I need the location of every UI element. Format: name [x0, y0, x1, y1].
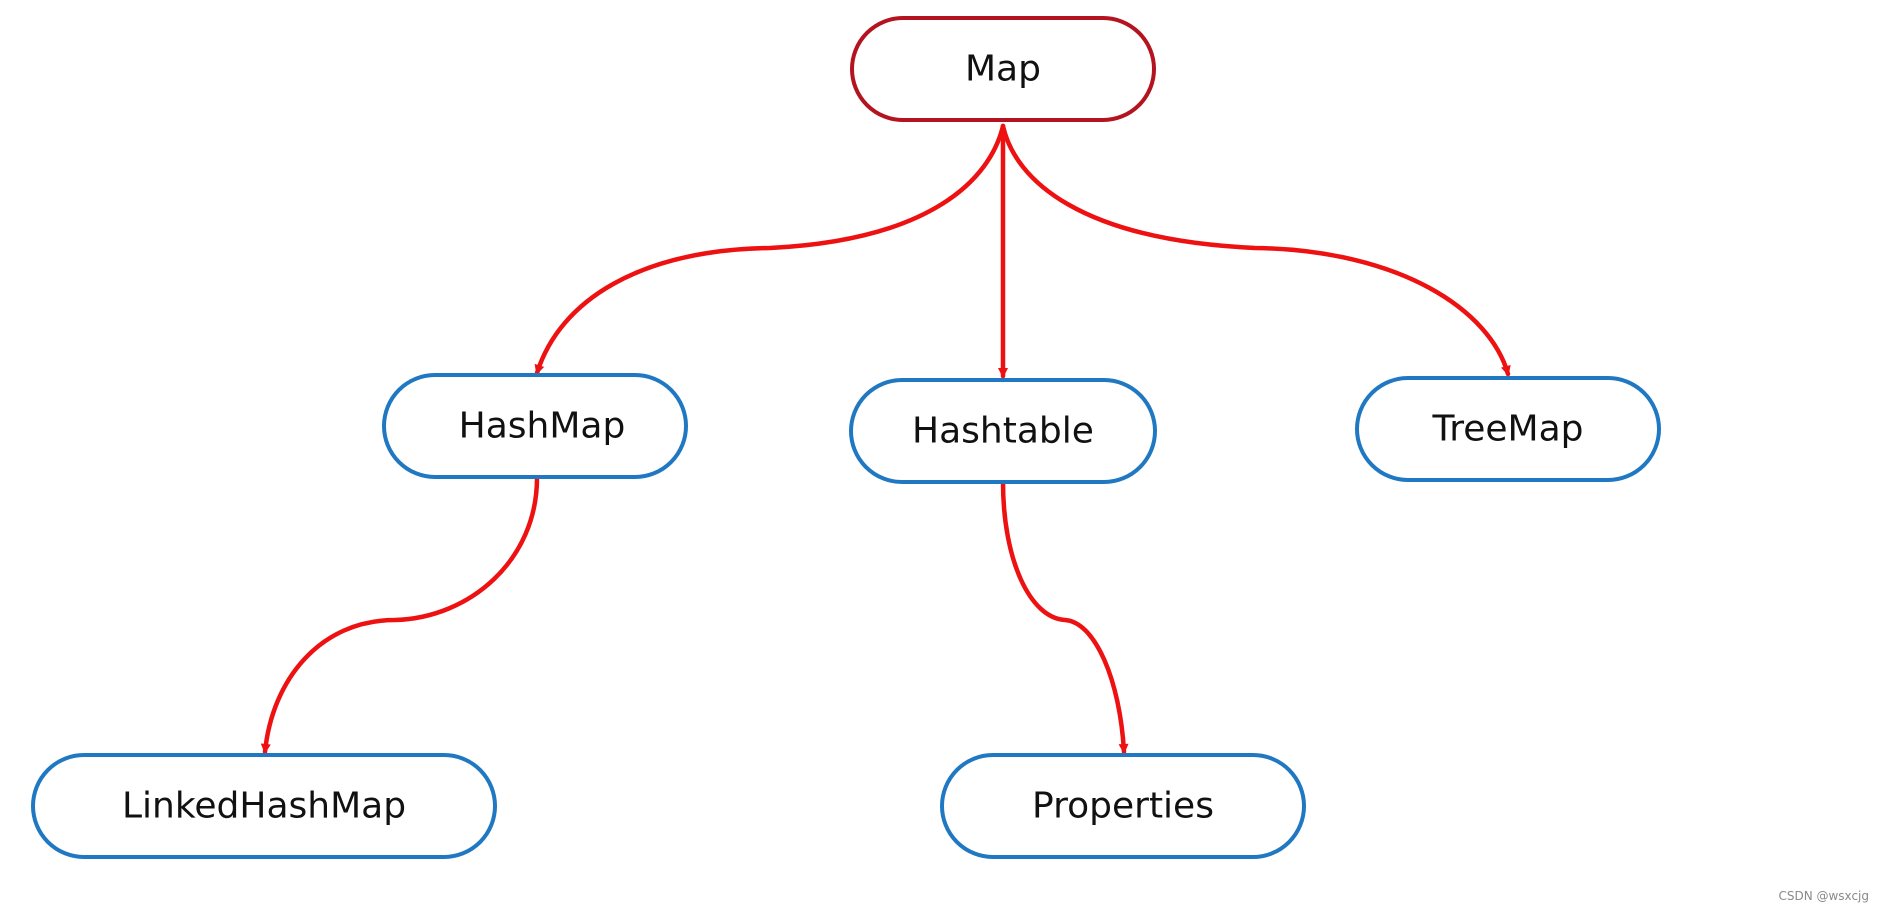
- edge-map-to-treemap: [1000, 123, 1511, 377]
- node-map-label: Map: [965, 49, 1041, 90]
- node-properties: Properties: [940, 753, 1306, 859]
- node-hashmap-label: HashMap: [459, 406, 626, 447]
- node-hashtable: Hashtable: [849, 378, 1157, 484]
- node-treemap: TreeMap: [1355, 376, 1661, 482]
- node-linkedhashmap: LinkedHashMap: [31, 753, 497, 859]
- node-treemap-label: TreeMap: [1432, 409, 1584, 450]
- watermark-text: CSDN @wsxcjg: [1778, 889, 1869, 903]
- edge-hashmap-to-linkedhashmap: [260, 475, 540, 755]
- node-properties-label: Properties: [1032, 786, 1214, 827]
- edge-hashtable-to-properties: [1000, 479, 1129, 755]
- edge-map-to-hashmap: [534, 123, 1006, 376]
- node-hashmap: HashMap: [382, 373, 688, 479]
- node-linkedhashmap-label: LinkedHashMap: [122, 786, 406, 827]
- node-map: Map: [850, 16, 1156, 122]
- node-hashtable-label: Hashtable: [912, 411, 1094, 452]
